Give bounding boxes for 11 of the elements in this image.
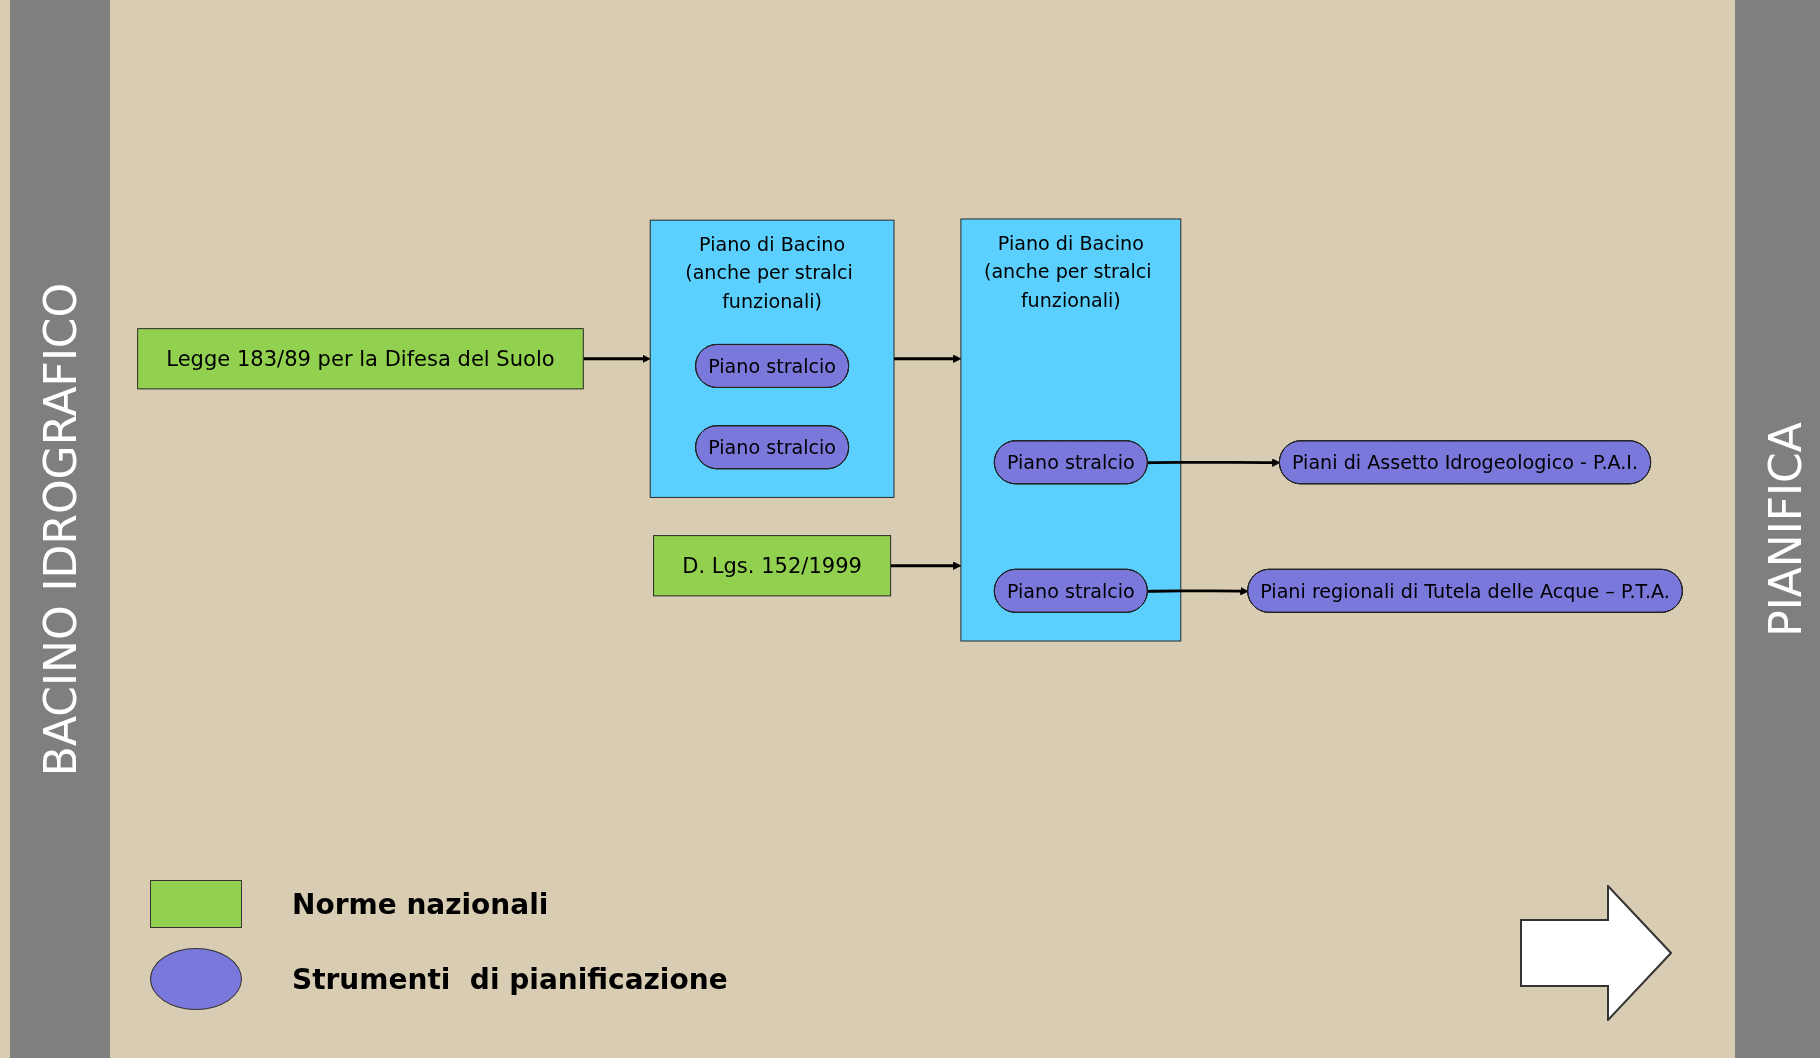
legend-label: Strumenti di pianificazione — [292, 962, 728, 996]
legend-label: Norme nazionali — [292, 887, 549, 921]
arrow — [583, 354, 651, 363]
node-box: D. Lgs. 152/1999 — [653, 535, 892, 597]
arrow — [1147, 458, 1281, 467]
arrow — [1147, 587, 1249, 596]
arrow — [894, 354, 962, 363]
node-box: Legge 183/89 per la Difesa del Suolo — [137, 328, 584, 390]
arrow — [890, 561, 962, 570]
side-label: PIANIFICA — [1759, 421, 1811, 637]
side-label: BACINO IDROGRAFICO — [34, 282, 86, 776]
